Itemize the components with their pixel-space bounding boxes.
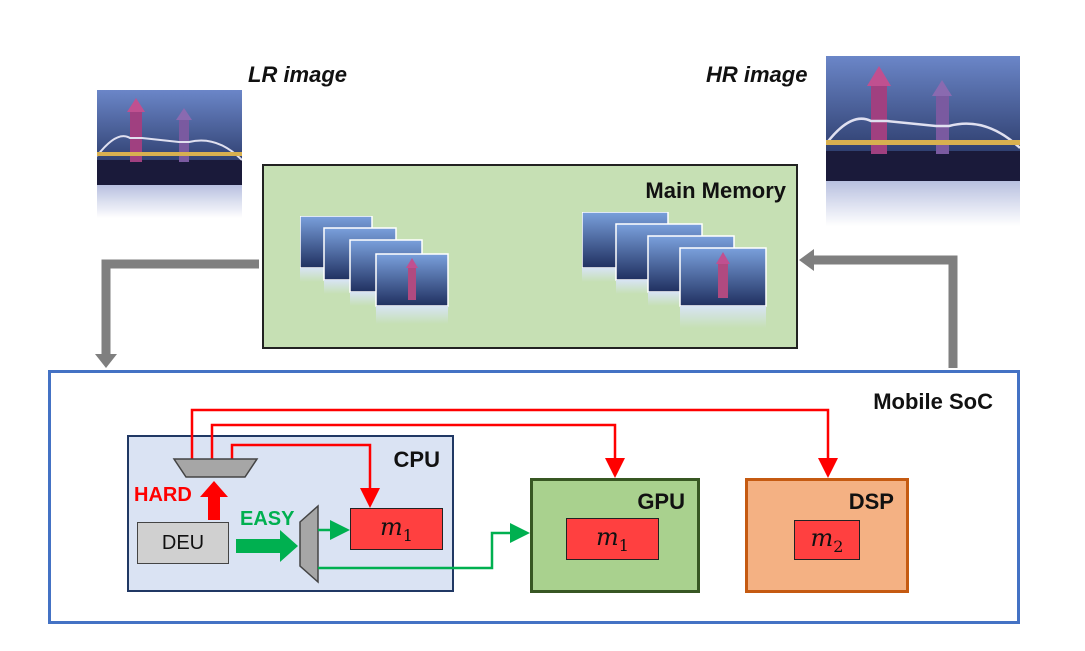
hard-route-dsp xyxy=(190,408,838,478)
mobile-soc-label: Mobile SoC xyxy=(873,389,993,414)
hard-up-arrow xyxy=(200,481,228,520)
cpu-model-label: m1 xyxy=(380,513,413,545)
lr-image-thumbnail xyxy=(96,90,243,218)
hr-image-stack xyxy=(581,211,772,338)
easy-mux xyxy=(299,504,319,584)
deu-label: DEU xyxy=(161,531,205,554)
hr-image-thumbnail xyxy=(825,56,1021,226)
gpu-model-label: m1 xyxy=(596,523,629,555)
hard-label: HARD xyxy=(134,484,192,506)
main-memory-label: Main Memory xyxy=(645,178,786,203)
hr-image-label: HR image xyxy=(706,62,808,87)
dsp-model-label: m2 xyxy=(810,524,844,556)
lr-image-stack xyxy=(299,215,450,336)
deu-block: DEU xyxy=(137,522,229,564)
soc-to-memory-arrow xyxy=(812,255,958,368)
gpu-model-block: m1 xyxy=(566,518,659,560)
hard-route-gpu xyxy=(210,423,625,478)
memory-to-soc-arrowhead xyxy=(95,354,117,368)
hard-mux xyxy=(172,458,259,478)
gpu-label: GPU xyxy=(637,489,685,514)
mobile-soc-box: Mobile SoC xyxy=(48,370,1020,624)
easy-label: EASY xyxy=(240,508,295,530)
cpu-model-block: m1 xyxy=(350,508,443,550)
easy-right-arrow xyxy=(236,530,298,562)
lr-image-label: LR image xyxy=(248,62,348,87)
cpu-label: CPU xyxy=(393,447,440,472)
dsp-model-block: m2 xyxy=(794,520,860,560)
easy-route-gpu xyxy=(318,523,530,570)
soc-to-memory-arrowhead xyxy=(799,249,814,271)
dsp-label: DSP xyxy=(848,489,894,514)
memory-to-soc-arrow xyxy=(101,259,259,358)
hard-route-cpu xyxy=(230,443,380,508)
dsp-box: DSP xyxy=(745,478,909,593)
main-memory-box: Main Memory xyxy=(262,164,798,349)
